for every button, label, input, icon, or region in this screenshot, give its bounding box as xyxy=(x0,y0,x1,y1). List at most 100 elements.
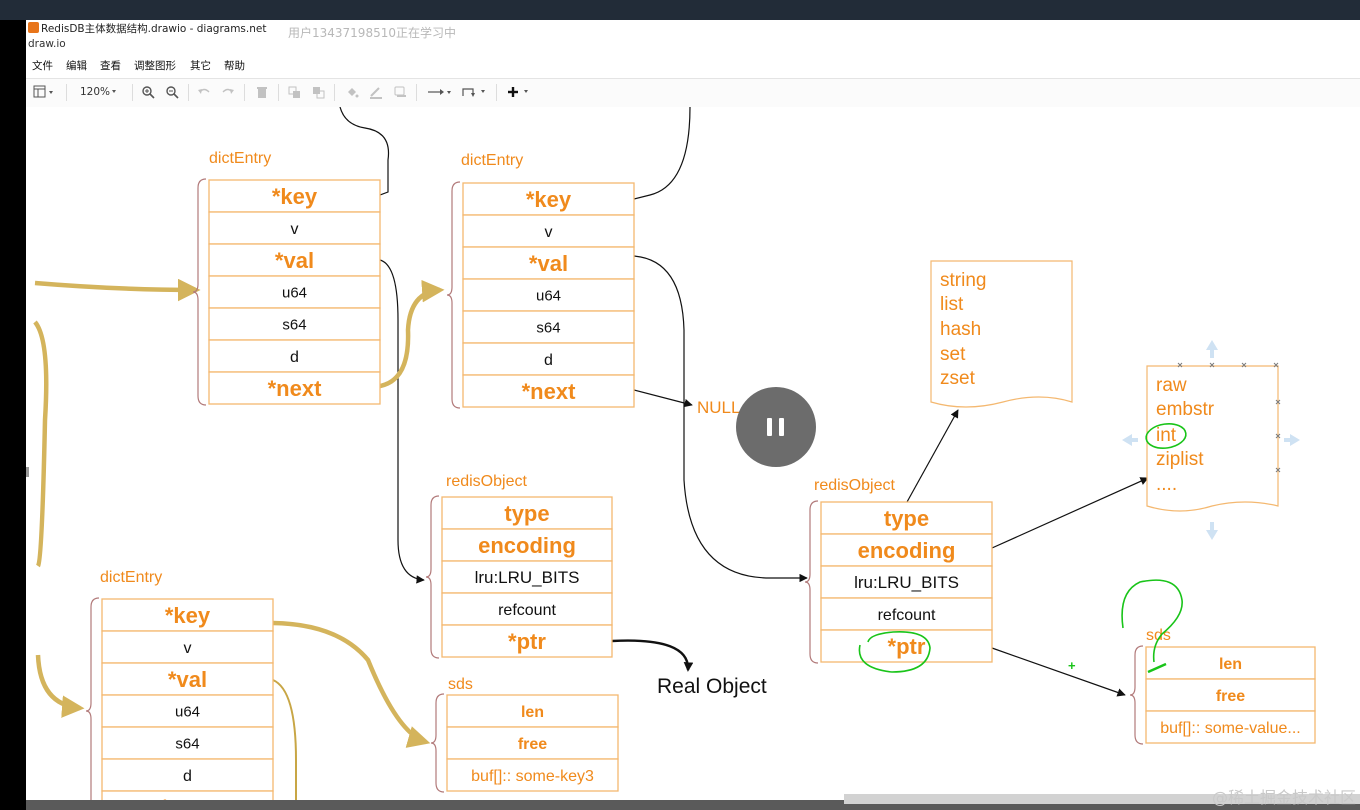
toolbar: 120% xyxy=(26,78,1360,108)
zoom-dropdown[interactable]: 120% xyxy=(76,83,124,101)
field-cell[interactable] xyxy=(101,790,274,800)
field-cell[interactable] xyxy=(446,694,619,728)
real-object-label: Real Object xyxy=(657,675,767,698)
field-cell[interactable] xyxy=(101,758,274,792)
format-panel-icon[interactable] xyxy=(32,83,58,101)
field-cell[interactable] xyxy=(208,275,381,309)
field-label: *ptr xyxy=(508,629,546,654)
field-label: *val xyxy=(529,251,568,276)
field-cell[interactable] xyxy=(101,726,274,760)
fill-color-icon[interactable] xyxy=(344,83,360,101)
field-label: d xyxy=(544,352,553,369)
field-cell[interactable] xyxy=(462,310,635,344)
zoom-out-icon[interactable] xyxy=(164,83,180,101)
encoding-ziplist-label: ziplist xyxy=(1156,449,1204,470)
menu-edit[interactable]: 编辑 xyxy=(66,60,87,72)
field-label: lru:LRU_BITS xyxy=(854,573,959,592)
field-cell[interactable] xyxy=(462,374,635,408)
field-label: free xyxy=(1216,688,1245,705)
undo-icon[interactable] xyxy=(196,83,212,101)
field-cell[interactable] xyxy=(101,598,274,632)
field-cell[interactable] xyxy=(208,339,381,373)
struct-bracket xyxy=(446,181,461,409)
menu-help[interactable]: 帮助 xyxy=(224,60,245,72)
delete-icon[interactable] xyxy=(254,83,270,101)
field-cell[interactable] xyxy=(820,597,993,631)
menu-file[interactable]: 文件 xyxy=(32,60,53,72)
field-cell[interactable] xyxy=(441,496,613,530)
insert-icon[interactable] xyxy=(506,83,534,101)
int-circle-annotation xyxy=(1145,422,1187,450)
selection-handles[interactable] xyxy=(1177,362,1281,473)
zoom-in-icon[interactable] xyxy=(140,83,156,101)
field-cell[interactable] xyxy=(101,694,274,728)
field-cell[interactable] xyxy=(101,630,274,664)
bottom-scroll-area xyxy=(26,800,1360,810)
connect-arrow-handles[interactable] xyxy=(1122,340,1300,540)
field-label: d xyxy=(183,768,192,785)
field-cell[interactable] xyxy=(441,528,613,562)
line-color-icon[interactable] xyxy=(368,83,384,101)
types-list-shape[interactable]: string list hash set zset xyxy=(930,260,1073,408)
toolbar-separator xyxy=(244,84,245,101)
menu-arrange[interactable]: 调整图形 xyxy=(134,60,176,72)
redisobject-b-struct[interactable]: redisObjecttypeencodinglru:LRU_BITSrefco… xyxy=(804,477,993,664)
bottom-scrollbar-thumb[interactable] xyxy=(844,794,1360,804)
field-label: *next xyxy=(161,795,215,800)
field-cell[interactable] xyxy=(462,246,635,280)
struct-bracket xyxy=(430,693,445,793)
to-back-icon[interactable] xyxy=(310,83,326,101)
connection-icon[interactable] xyxy=(426,83,454,101)
field-label: d xyxy=(290,349,299,366)
struct-title: redisObject xyxy=(446,473,527,490)
waypoints-icon[interactable] xyxy=(460,83,490,101)
field-cell[interactable] xyxy=(1145,678,1316,712)
field-cell[interactable] xyxy=(101,662,274,696)
field-cell[interactable] xyxy=(1145,646,1316,680)
field-cell[interactable] xyxy=(820,565,993,599)
field-cell[interactable] xyxy=(441,624,613,658)
field-label: refcount xyxy=(498,602,556,619)
to-front-icon[interactable] xyxy=(286,83,302,101)
menu-view[interactable]: 查看 xyxy=(100,60,121,72)
field-label: *val xyxy=(168,667,207,692)
field-cell[interactable] xyxy=(441,560,613,594)
menu-extras[interactable]: 其它 xyxy=(190,60,211,72)
field-label: encoding xyxy=(858,538,956,563)
field-cell[interactable] xyxy=(820,533,993,567)
field-cell[interactable] xyxy=(462,342,635,376)
shadow-icon[interactable] xyxy=(392,83,408,101)
field-cell[interactable] xyxy=(208,211,381,245)
encoding-raw-label: raw xyxy=(1156,375,1187,396)
redo-icon[interactable] xyxy=(220,83,236,101)
field-cell[interactable] xyxy=(820,629,993,663)
toolbar-separator xyxy=(66,84,67,101)
field-label: lru:LRU_BITS xyxy=(475,568,580,587)
field-label: type xyxy=(504,501,549,526)
field-cell[interactable] xyxy=(208,243,381,277)
question-mark-annotation xyxy=(1121,579,1183,663)
field-cell[interactable] xyxy=(462,182,635,216)
field-cell[interactable] xyxy=(462,278,635,312)
toolbar-separator xyxy=(334,84,335,101)
redisobject-a-struct[interactable]: redisObjecttypeencodinglru:LRU_BITSrefco… xyxy=(425,473,613,659)
field-cell[interactable] xyxy=(208,371,381,405)
encodings-list-shape[interactable]: raw embstr int ziplist .... xyxy=(1122,340,1300,540)
juejin-watermark: @稀土掘金技术社区 xyxy=(1211,788,1356,807)
left-dark-strip xyxy=(0,20,26,810)
video-pause-button[interactable] xyxy=(736,387,816,467)
field-cell[interactable] xyxy=(446,758,619,792)
field-cell[interactable] xyxy=(208,179,381,213)
connector-lines xyxy=(33,107,1149,800)
field-label: buf[]:: some-value... xyxy=(1160,720,1301,737)
field-cell[interactable] xyxy=(1145,710,1316,744)
field-cell[interactable] xyxy=(462,214,635,248)
toolbar-separator xyxy=(132,84,133,101)
